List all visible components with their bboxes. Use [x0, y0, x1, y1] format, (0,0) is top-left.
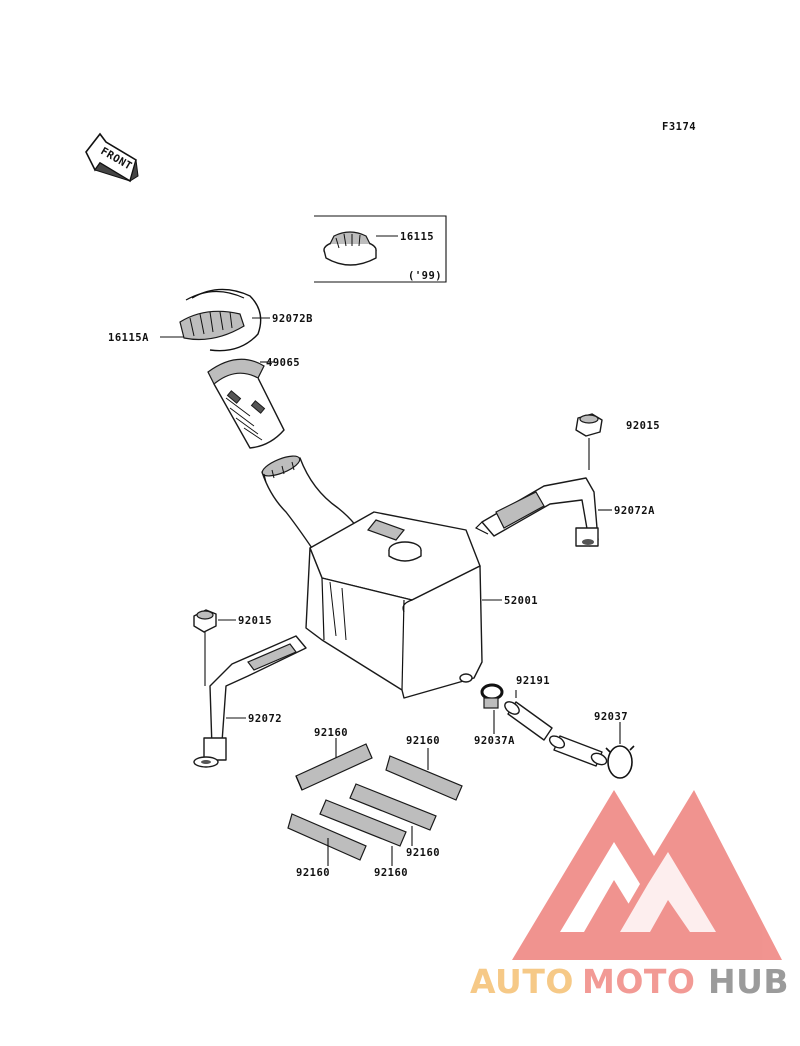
watermark-brand: AUTO MOTO HUB: [470, 962, 789, 1001]
label-92072B: 92072B: [272, 313, 313, 325]
label-92160-d: 92160: [374, 867, 408, 879]
watermark-auto: AUTO: [470, 962, 574, 1001]
label-92015-left: 92015: [238, 615, 272, 627]
pad-5: [287, 813, 367, 861]
label-92072: 92072: [248, 713, 282, 725]
label-92160-b: 92160: [406, 735, 440, 747]
label-92037: 92037: [594, 711, 628, 723]
clamp: [605, 745, 635, 779]
variant-note: ('99): [408, 270, 442, 282]
front-arrow-icon: FRONT: [85, 132, 139, 183]
label-16115: 16115: [400, 231, 434, 243]
label-92015-right: 92015: [626, 420, 660, 432]
pad-4: [319, 799, 407, 847]
watermark-logo-icon: [512, 790, 782, 960]
label-92072A: 92072A: [614, 505, 655, 517]
label-92160-c: 92160: [406, 847, 440, 859]
label-92037A: 92037A: [474, 735, 515, 747]
band-left: [193, 635, 307, 768]
label-16115A: 16115A: [108, 332, 149, 344]
pad-3: [349, 783, 437, 831]
label-92191: 92191: [516, 675, 550, 687]
watermark-moto: MOTO: [582, 962, 695, 1001]
pad-2: [385, 755, 463, 801]
watermark-hub: HUB: [708, 962, 789, 1001]
nut-right: [575, 413, 603, 437]
alt-cap-box: 16115 ('99): [314, 215, 447, 283]
pad-1: [295, 743, 373, 791]
hose: [504, 701, 608, 767]
label-49065: 49065: [266, 357, 300, 369]
fuel-tank: [261, 455, 483, 699]
figure-code: F3174: [662, 121, 696, 133]
label-92160-a: 92160: [314, 727, 348, 739]
label-92160-e: 92160: [296, 867, 330, 879]
band-right: [474, 477, 599, 547]
clamp-a: [480, 683, 504, 709]
filler-neck-strainer: [207, 358, 285, 449]
fuel-cap: [179, 288, 262, 352]
label-52001: 52001: [504, 595, 538, 607]
alt-fuel-cap: [323, 231, 377, 266]
nut-left: [193, 609, 217, 633]
